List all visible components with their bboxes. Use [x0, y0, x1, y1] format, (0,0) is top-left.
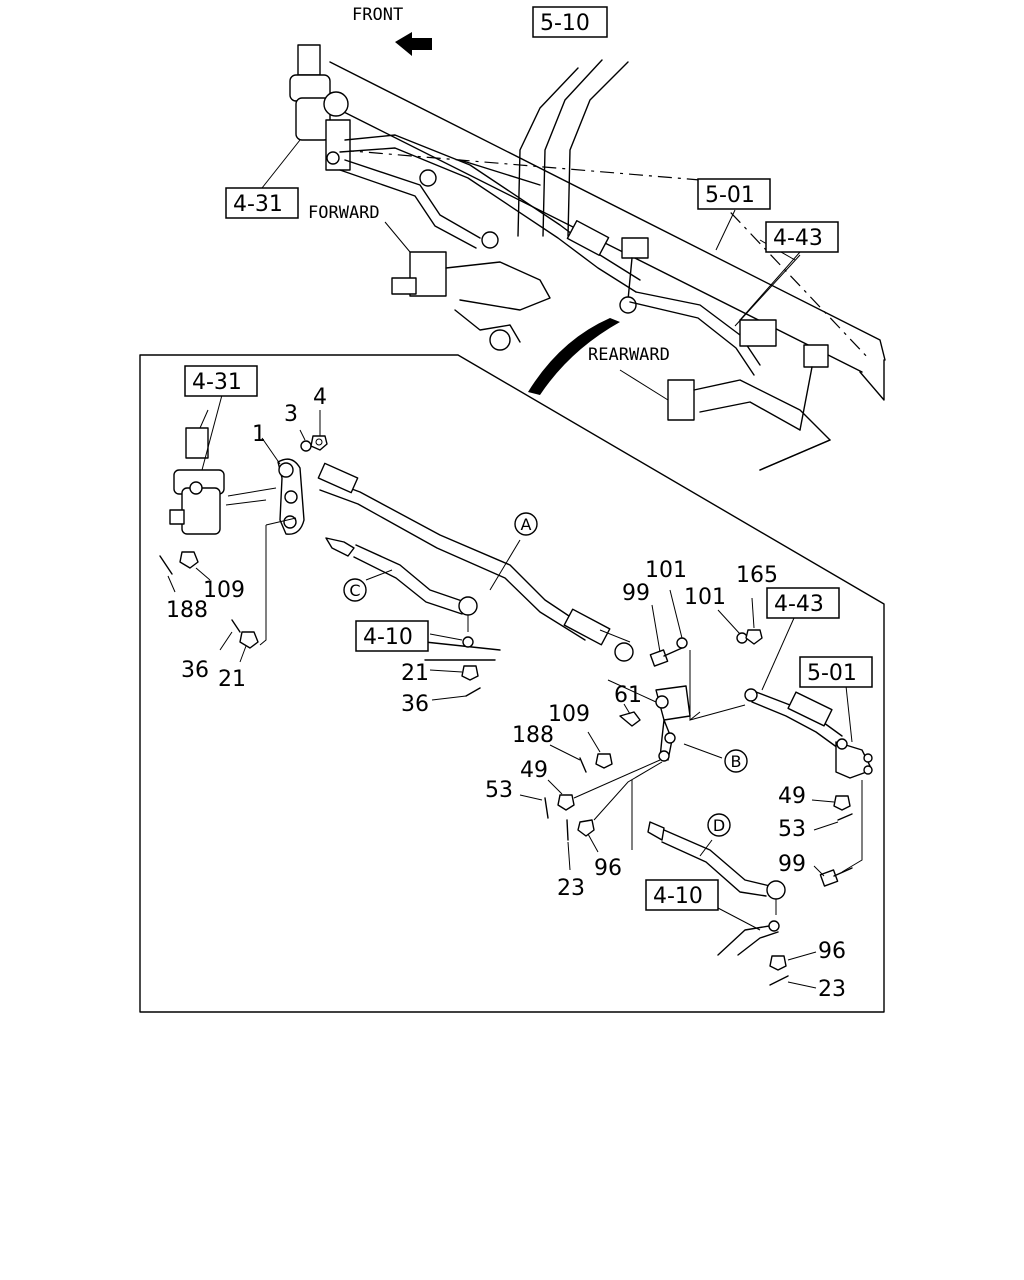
part-number-36-mid: 36	[401, 692, 429, 717]
part-number-165: 165	[736, 563, 778, 588]
svg-text:5-10: 5-10	[540, 11, 590, 36]
part-number-188-mid: 188	[512, 723, 554, 748]
svg-text:4-43: 4-43	[774, 592, 824, 617]
part-number-99-mid: 99	[622, 581, 650, 606]
part-number-188-left: 188	[166, 598, 208, 623]
part-number-99-right: 99	[778, 852, 806, 877]
ref-box-5-01-top: 5-01	[697, 178, 771, 210]
callout-circle-a: A	[514, 512, 538, 536]
part-number-49-right: 49	[778, 784, 806, 809]
part-number-21-mid: 21	[401, 661, 429, 686]
ref-box-4-31-detail: 4-31	[184, 365, 258, 397]
ref-box-5-10: 5-10	[532, 6, 608, 38]
overview-illustration	[261, 32, 886, 471]
rearward-label: REARWARD	[588, 345, 670, 365]
part-number-1: 1	[252, 422, 266, 447]
part-number-61: 61	[614, 683, 642, 708]
ref-box-4-10-left: 4-10	[355, 620, 429, 652]
callout-circle-d: D	[707, 813, 731, 837]
svg-text:B: B	[731, 752, 742, 771]
part-number-49-mid: 49	[520, 758, 548, 783]
part-number-53-right: 53	[778, 817, 806, 842]
svg-text:C: C	[349, 581, 360, 600]
part-number-23-mid: 23	[557, 876, 585, 901]
svg-text:4-31: 4-31	[233, 192, 283, 217]
ref-box-4-31-top: 4-31	[225, 187, 299, 219]
part-number-101-mid: 101	[684, 585, 726, 610]
svg-text:5-01: 5-01	[705, 183, 755, 208]
svg-text:4-10: 4-10	[363, 625, 413, 650]
part-number-96-right: 96	[818, 939, 846, 964]
svg-text:4-43: 4-43	[773, 226, 823, 251]
part-number-3: 3	[284, 402, 298, 427]
part-number-96-mid: 96	[594, 856, 622, 881]
ref-box-5-01-detail: 5-01	[799, 656, 873, 688]
part-number-53-mid: 53	[485, 778, 513, 803]
part-number-21-left: 21	[218, 667, 246, 692]
callout-circle-c: C	[343, 578, 367, 602]
svg-text:4-10: 4-10	[653, 884, 703, 909]
part-number-4: 4	[313, 385, 327, 410]
detail-frame	[139, 354, 885, 1013]
forward-label: FORWARD	[308, 203, 380, 223]
ref-box-4-43-detail: 4-43	[766, 587, 840, 619]
part-number-109-left: 109	[203, 578, 245, 603]
detail-illustration	[159, 394, 873, 989]
part-number-36-left: 36	[181, 658, 209, 683]
front-label: FRONT	[352, 5, 403, 25]
svg-text:4-31: 4-31	[192, 370, 242, 395]
ref-box-4-43-top: 4-43	[765, 221, 839, 253]
svg-text:5-01: 5-01	[807, 661, 857, 686]
part-number-23-right: 23	[818, 977, 846, 1002]
part-number-109-mid: 109	[548, 702, 590, 727]
part-number-101-top: 101	[645, 558, 687, 583]
callout-circle-b: B	[724, 749, 748, 773]
ref-box-4-10-bottom: 4-10	[645, 879, 719, 911]
svg-text:D: D	[713, 816, 725, 835]
svg-text:A: A	[521, 515, 532, 534]
